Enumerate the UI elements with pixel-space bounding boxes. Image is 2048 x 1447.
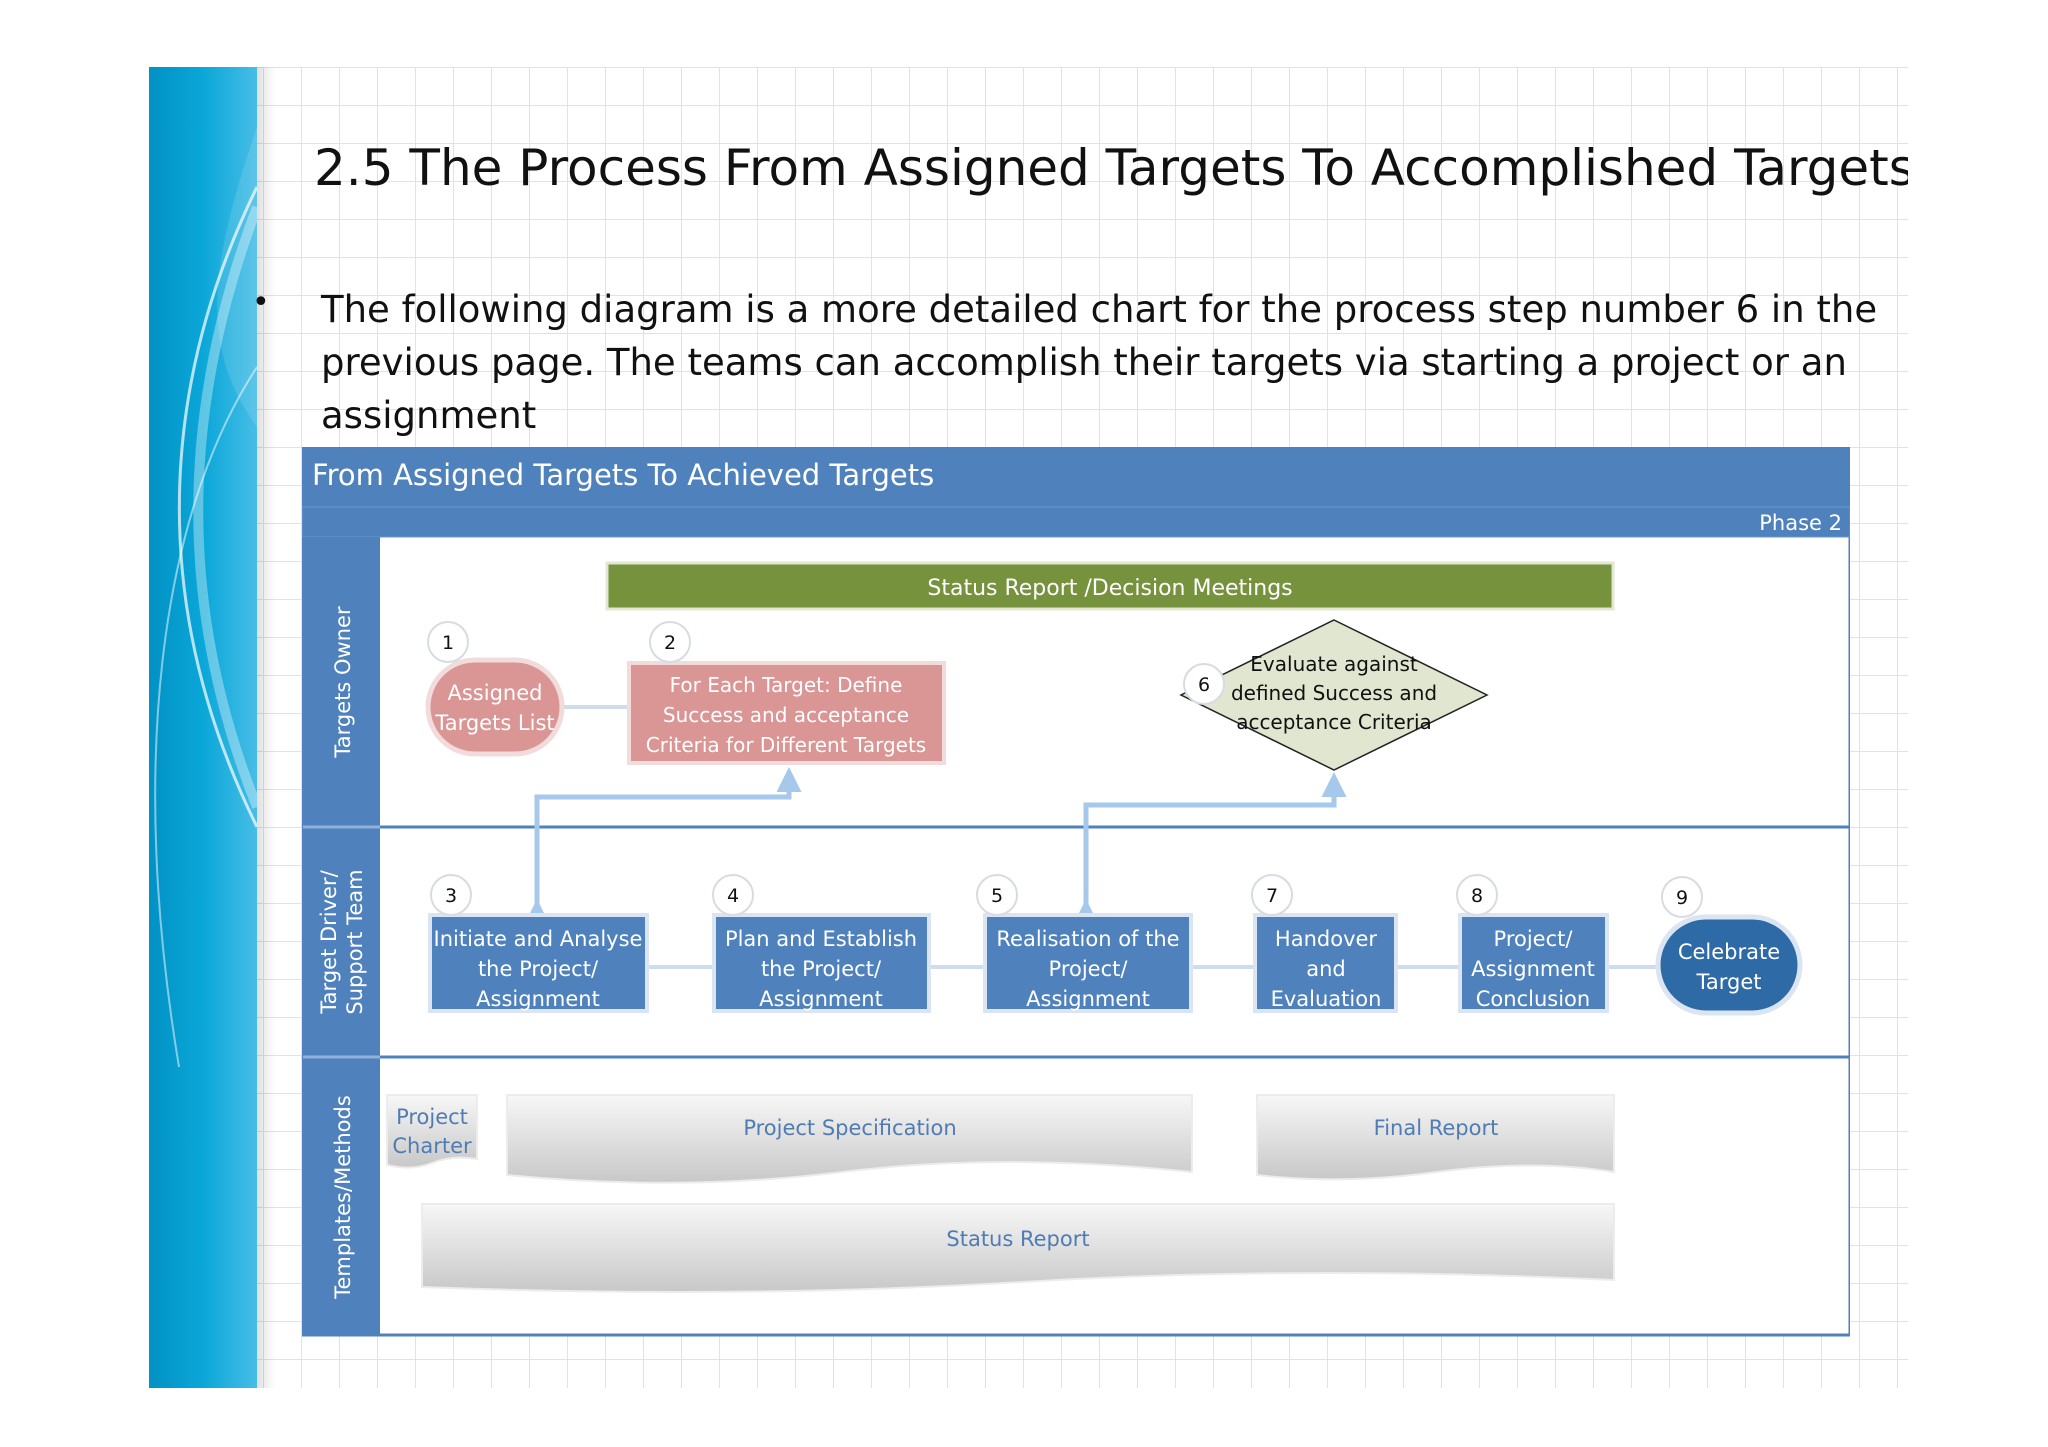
step-4-label-line1: Plan and Establish [725,927,917,951]
phase-bar [302,506,1850,538]
step-2-label-line1: For Each Target: Define [670,673,903,697]
doc-project-specification-shape [506,1094,1193,1184]
step-9-label-line1: Celebrate [1678,940,1780,964]
step-6-decision-shape [1179,619,1489,771]
doc-project-charter-shape [386,1094,478,1169]
step-2-number: 2 [664,632,676,654]
step-1-number: 1 [442,632,454,654]
doc-project-charter: Project Charter [386,1094,478,1169]
slide-title: 2.5 The Process From Assigned Targets To… [314,139,1908,197]
bullet-marker: • [252,285,270,320]
step-3-shape [428,913,649,1013]
step-6-number-badge [1183,663,1225,705]
step-2: For Each Target: Define Success and acce… [627,621,946,765]
step-3-number: 3 [445,885,457,907]
lane-label-column [302,537,380,1335]
step-4-label-line2: the Project/ [761,957,882,981]
doc-status-report: Status Report [421,1203,1615,1293]
step-2-number-badge [649,621,691,663]
lane-label-target-driver-line2: Support Team [343,869,367,1014]
step-3-label-line2: the Project/ [478,957,599,981]
status-report-bar [605,561,1615,611]
step-9-number: 9 [1676,887,1688,909]
diagram-header: From Assigned Targets To Achieved Target… [312,458,934,492]
band-shadow [257,67,275,1388]
step-7-label-line2: and [1306,957,1346,981]
step-7-number: 7 [1266,885,1278,907]
step-3-label-line3: Assignment [476,987,600,1011]
lane-label-targets-owner: Targets Owner [331,606,355,759]
slide: 2.5 The Process From Assigned Targets To… [149,67,1908,1388]
step-5: Realisation of the Project/ Assignment 5 [976,874,1193,1013]
step-1-label-line1: Assigned [448,681,543,705]
status-report-bar-label: Status Report /Decision Meetings [927,576,1292,601]
step-8: Project/ Assignment Conclusion 8 [1456,874,1609,1013]
doc-status-report-shape [421,1203,1615,1293]
step-1-number-badge [427,621,469,663]
step-5-label-line1: Realisation of the [996,927,1179,951]
step-5-number-badge [976,874,1018,916]
step-9-shape [1655,914,1803,1016]
doc-project-charter-label-line2: Charter [392,1134,472,1158]
step-7-label-line3: Evaluation [1271,987,1382,1011]
step-4-number-badge [712,874,754,916]
lane-label-target-driver-line1: Target Driver/ [317,869,341,1014]
phase-label: Phase 2 [1759,511,1842,535]
step-8-shape [1458,913,1609,1013]
doc-status-report-label: Status Report [946,1227,1089,1251]
doc-project-specification: Project Specification [506,1094,1193,1184]
step-5-shape [983,913,1193,1013]
doc-final-report-label: Final Report [1374,1116,1499,1140]
step-9-label-line2: Target [1696,970,1762,994]
step-4-label-line3: Assignment [759,987,883,1011]
step-9: Celebrate Target 9 [1655,876,1803,1016]
step-3-label-line1: Initiate and Analyse [434,927,643,951]
step-2-label-line3: Criteria for Different Targets [646,733,926,757]
step-7-number-badge [1251,874,1293,916]
step-1: Assigned Targets List 1 [425,621,565,757]
step-9-number-badge [1661,876,1703,918]
step-6-label-line1: Evaluate against [1250,652,1418,676]
process-diagram: From Assigned Targets To Achieved Target… [302,447,1850,1337]
step-7-label-line1: Handover [1275,927,1377,951]
step-6-label-line3: acceptance Criteria [1236,710,1432,734]
step-4-number: 4 [727,885,739,907]
lane-label-templates-methods: Templates/Methods [331,1095,355,1300]
step-7: Handover and Evaluation 7 [1251,874,1398,1013]
doc-project-specification-label: Project Specification [743,1116,956,1140]
step-4: Plan and Establish the Project/ Assignme… [712,874,931,1013]
step-3-number-badge [430,874,472,916]
bullet-text: The following diagram is a more detailed… [321,288,1878,437]
step-2-label-line2: Success and acceptance [663,703,909,727]
step-6-label-line2: defined Success and [1231,681,1437,705]
step-6-number: 6 [1198,674,1210,696]
step-3: Initiate and Analyse the Project/ Assign… [428,874,649,1013]
step-5-label-line3: Assignment [1026,987,1150,1011]
connectors [524,705,1658,969]
doc-project-charter-label-line1: Project [396,1105,468,1129]
step-5-number: 5 [991,885,1003,907]
step-8-number: 8 [1471,885,1483,907]
arrow-5-6 [1073,772,1347,924]
step-1-shape [425,657,565,757]
band-swoosh-graphic [154,127,257,1068]
arrow-2-3 [524,767,802,924]
step-8-label-line2: Assignment [1471,957,1595,981]
doc-final-report: Final Report [1256,1094,1615,1181]
step-2-shape [627,661,946,765]
step-4-shape [712,913,931,1013]
step-6: Evaluate against defined Success and acc… [1179,619,1489,771]
doc-final-report-shape [1256,1094,1615,1181]
step-7-shape [1253,913,1398,1013]
step-5-label-line2: Project/ [1049,957,1129,981]
step-8-label-line1: Project/ [1494,927,1574,951]
step-8-number-badge [1456,874,1498,916]
decorative-band [149,67,257,1388]
step-1-label-line2: Targets List [434,711,554,735]
step-8-label-line3: Conclusion [1476,987,1590,1011]
diagram-header-bar [302,447,1850,507]
